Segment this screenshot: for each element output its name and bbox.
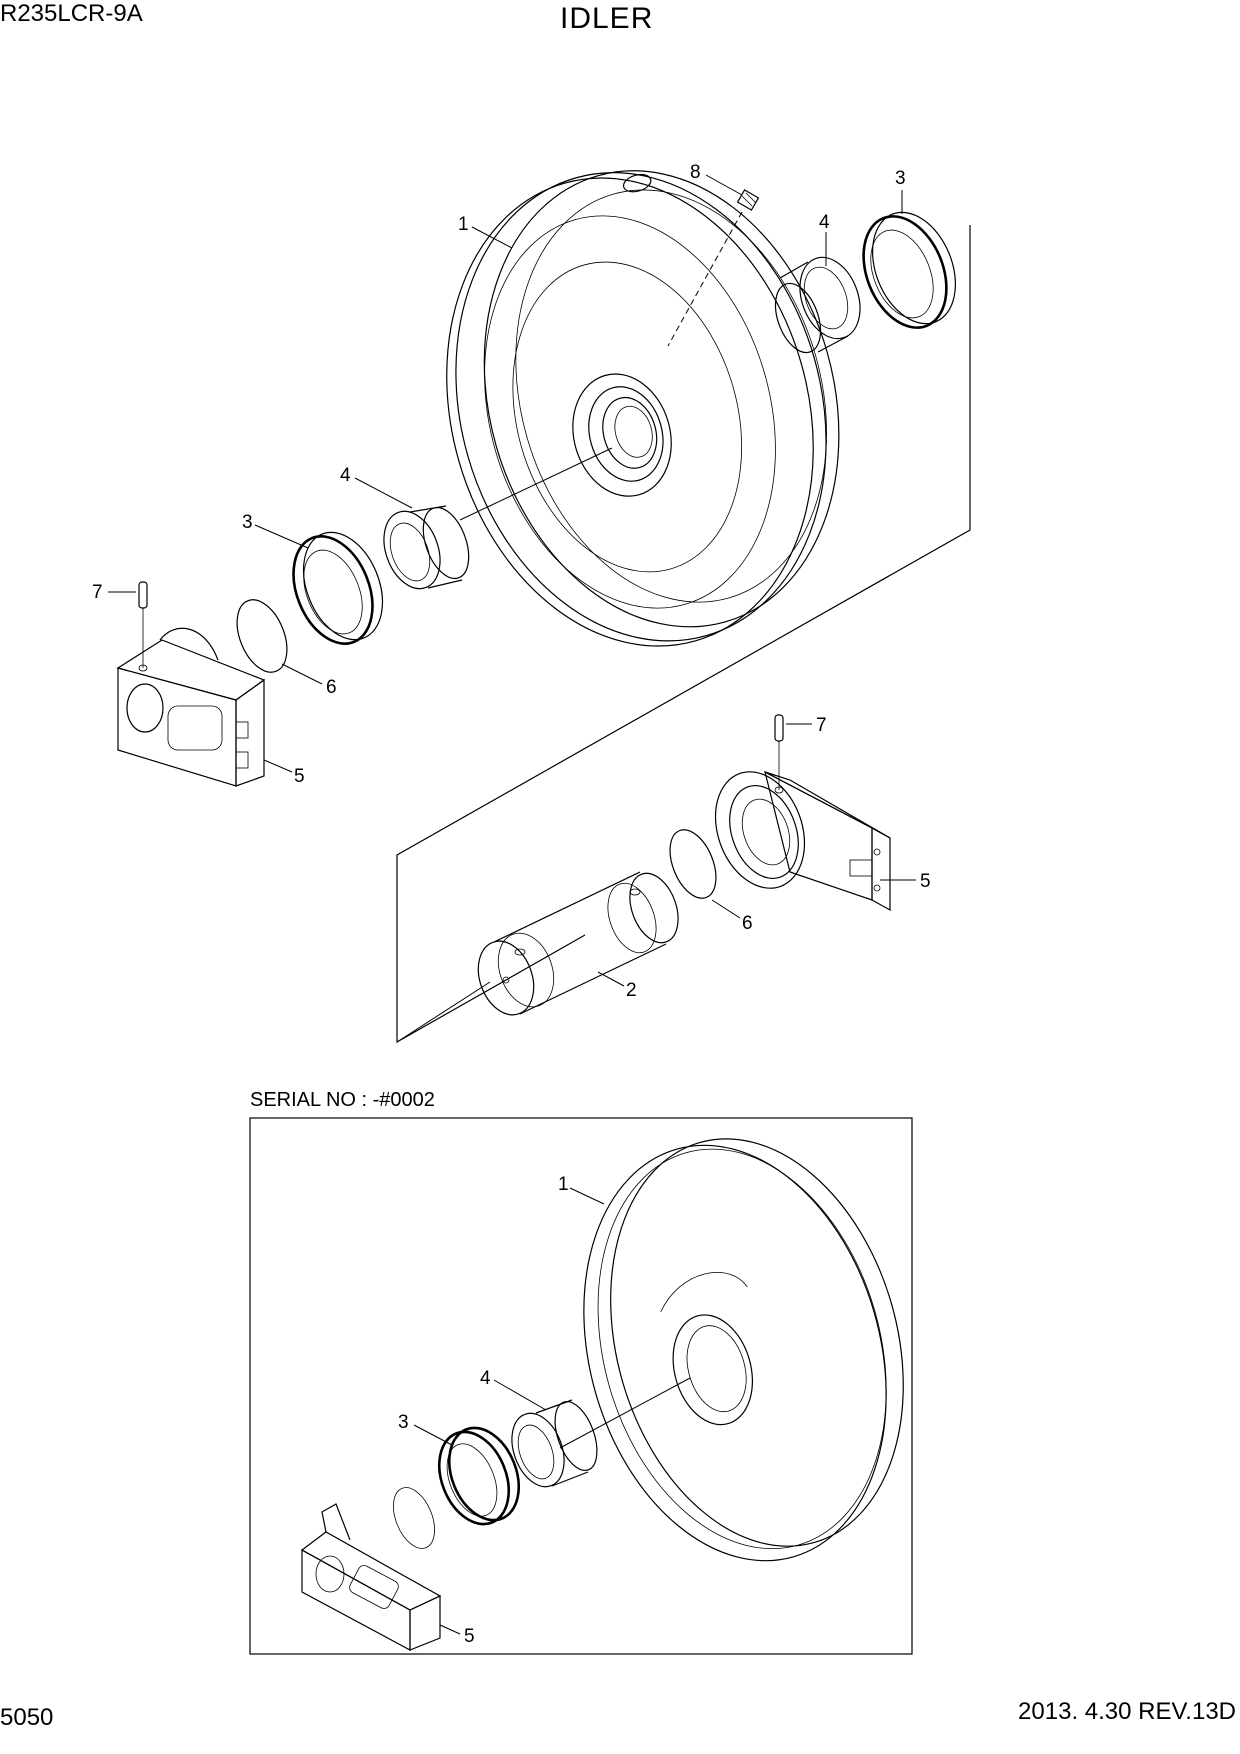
callout-shaft: 2 [626,980,637,1001]
seal-left-part-3 [292,531,384,645]
axis-line-main [459,447,613,521]
callout-inset-seal: 3 [398,1412,409,1433]
callout-idler-main: 1 [458,214,469,235]
callout-oring-left: 6 [326,677,337,698]
callout-pin-left: 7 [92,582,103,603]
callout-inset-idler: 1 [558,1174,569,1195]
leader-lines [108,174,916,1635]
inset-axis-line [559,1377,691,1449]
callout-grease-plug: 8 [690,162,701,183]
callout-bushing-right: 4 [819,212,830,233]
bracket-right-part-5 [714,770,891,912]
axis-line-shaft [396,981,491,1043]
page-title: IDLER [560,2,654,35]
inset-bracket-part-5 [300,1503,442,1652]
grease-plug-part-8 [667,189,760,347]
shaft-part-2 [477,871,679,1016]
seal-right-part-3 [862,211,956,329]
serial-number-label: SERIAL NO : -#0002 [250,1089,435,1111]
inset-seal-part-3 [438,1426,520,1526]
assembly-frame [396,225,971,1044]
callout-oring-right: 6 [742,913,753,934]
bracket-left-part-5 [116,627,266,787]
inset-idler-wheel-part-1 [583,1138,904,1562]
inset-frame [249,1117,913,1655]
bushing-left-part-4 [383,505,470,590]
callout-inset-bracket: 5 [464,1626,475,1647]
inset-bushing-part-4 [511,1399,598,1488]
callout-seal-right: 3 [895,168,906,189]
callout-bracket-right: 5 [920,871,931,892]
bushing-right-part-4 [774,256,861,354]
callout-seal-left: 3 [242,512,253,533]
callout-bushing-left: 4 [340,465,351,486]
page-number: 5050 [0,1704,54,1731]
revision-date: 2013. 4.30 REV.13D [1018,1698,1236,1725]
pin-right-part-7 [774,714,784,790]
oring-right-part-6 [669,829,717,899]
pin-left-part-7 [138,581,148,668]
callout-bracket-left: 5 [294,766,305,787]
inset-oring [393,1487,435,1549]
model-number: R235LCR-9A [0,0,143,27]
callout-pin-right: 7 [816,715,827,736]
idler-wheel-part-1 [446,170,840,647]
callout-inset-bushing: 4 [480,1368,491,1389]
oring-left-part-6 [236,599,288,673]
